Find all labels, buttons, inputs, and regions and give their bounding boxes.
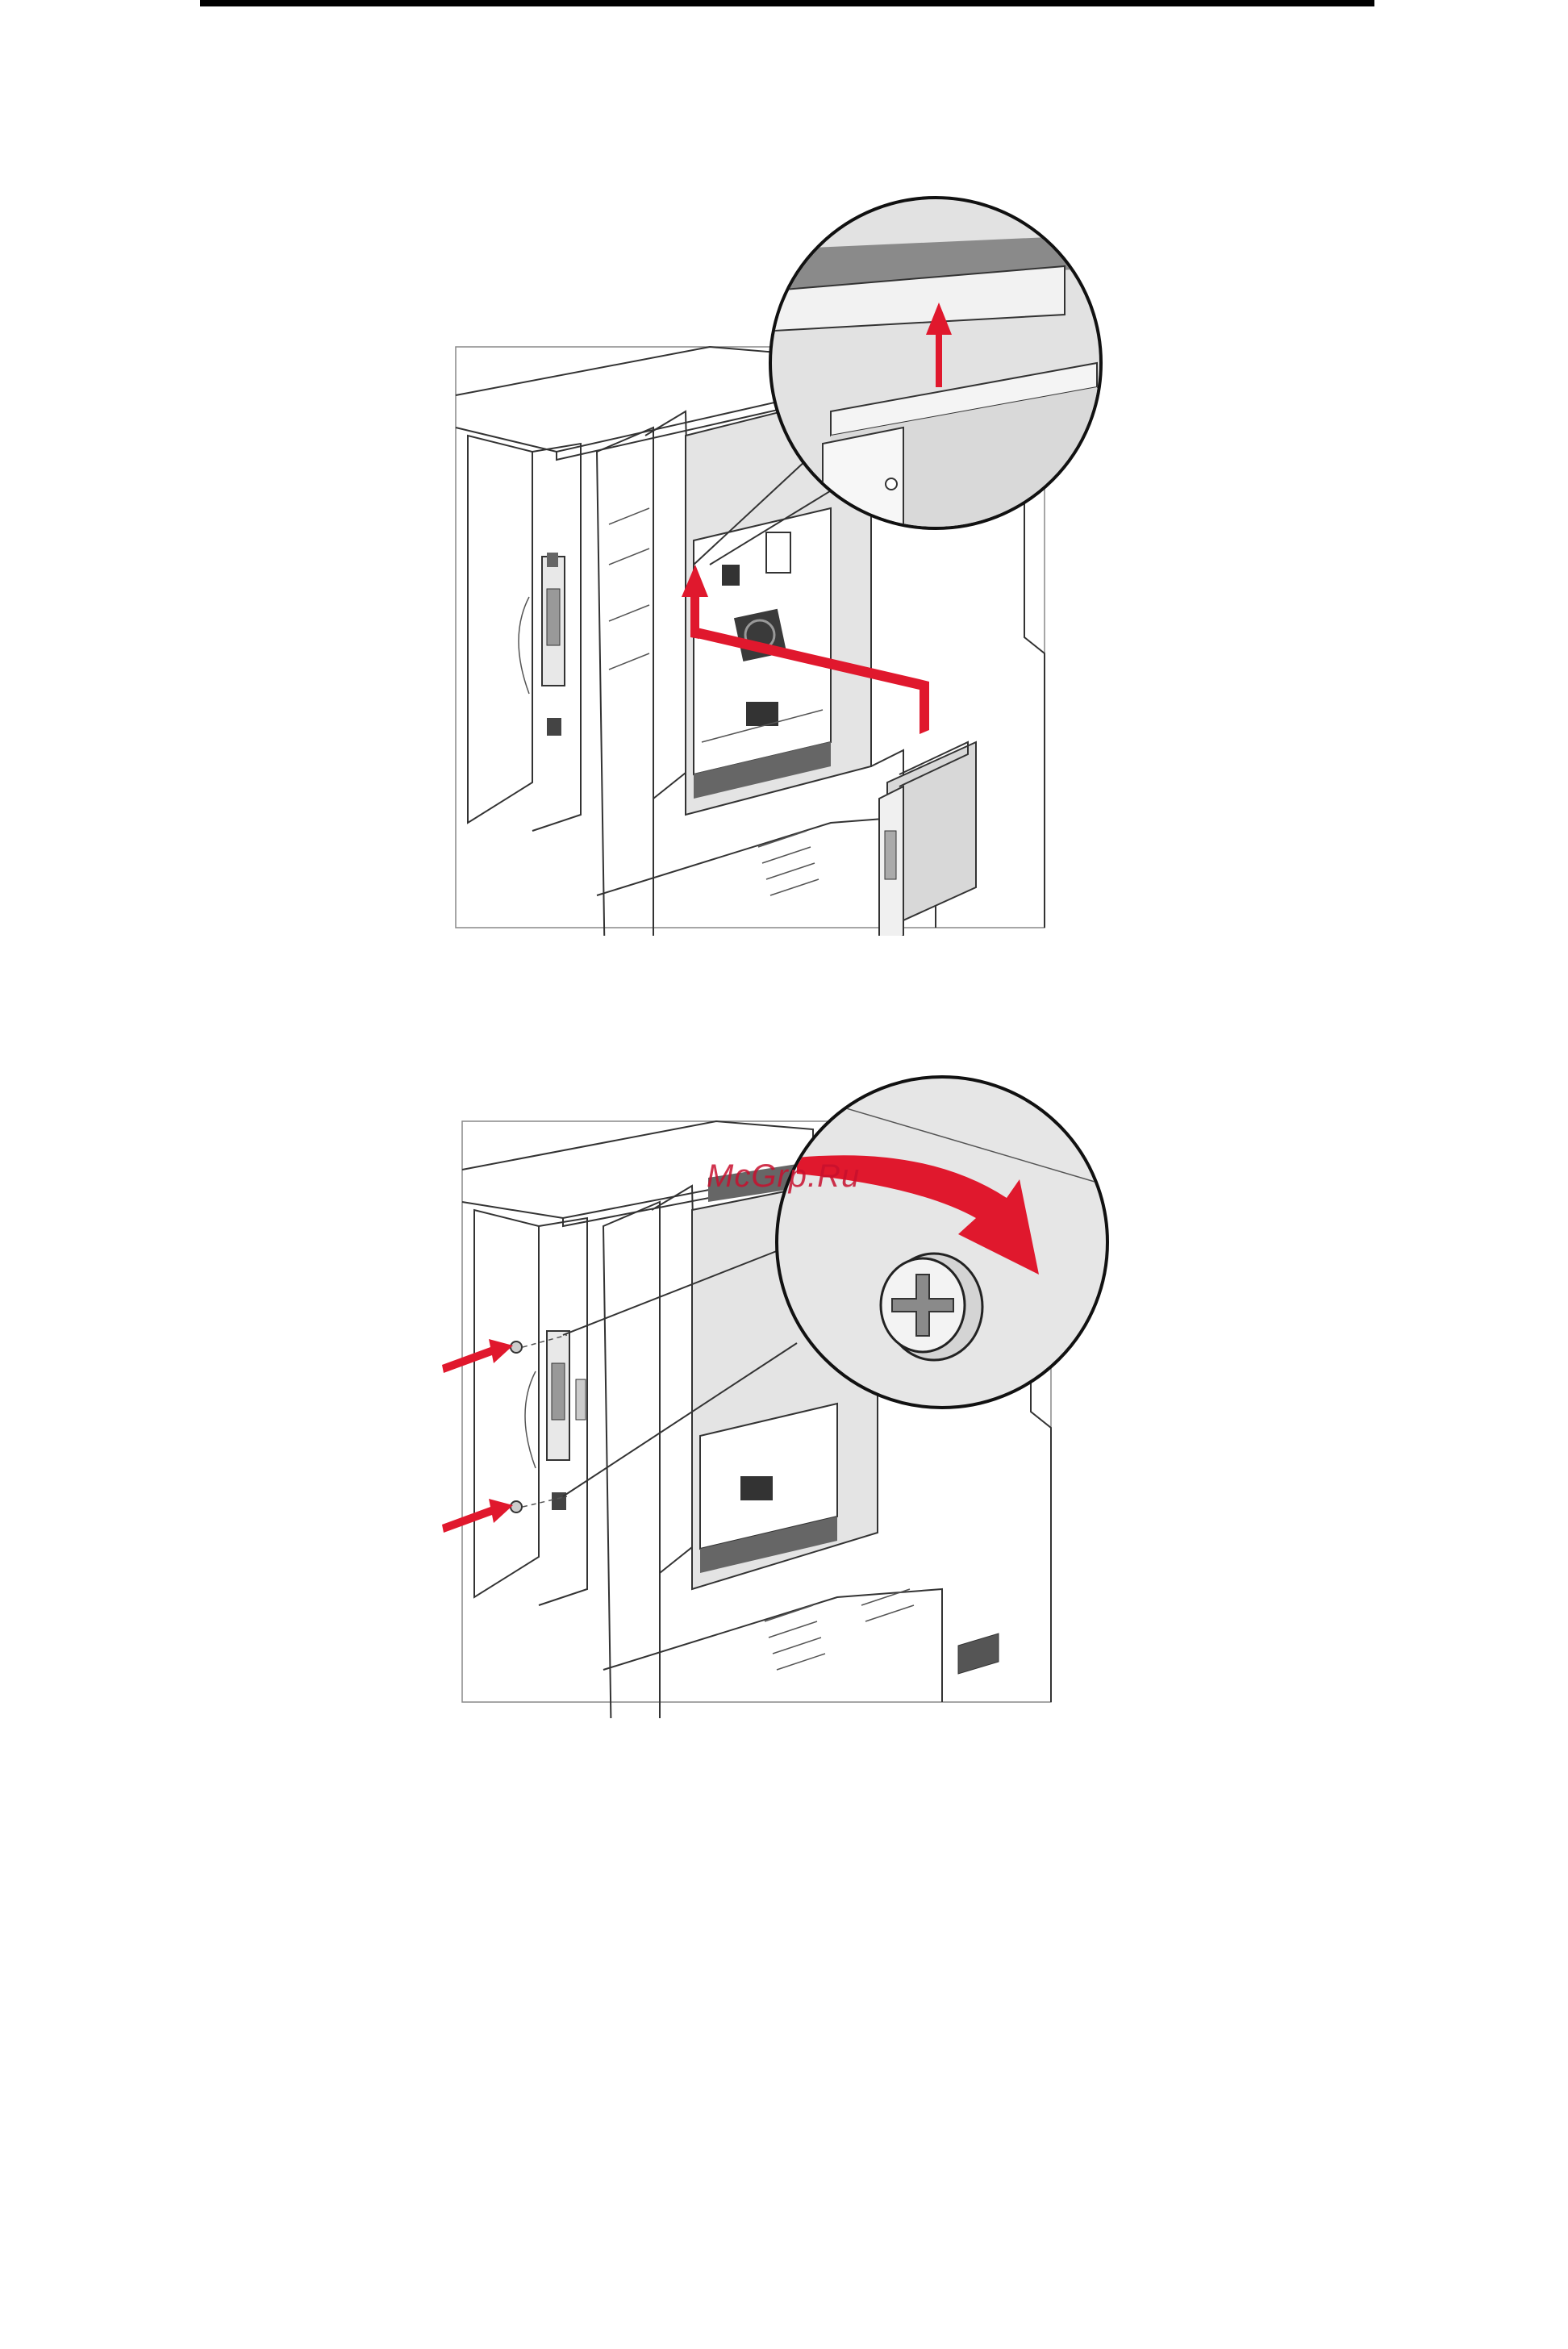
watermark-text: McGrp.Ru — [707, 1158, 860, 1195]
figure-card-insertion — [452, 186, 1121, 936]
card-insertion-illustration — [452, 186, 1121, 936]
top-rule — [200, 0, 1374, 6]
